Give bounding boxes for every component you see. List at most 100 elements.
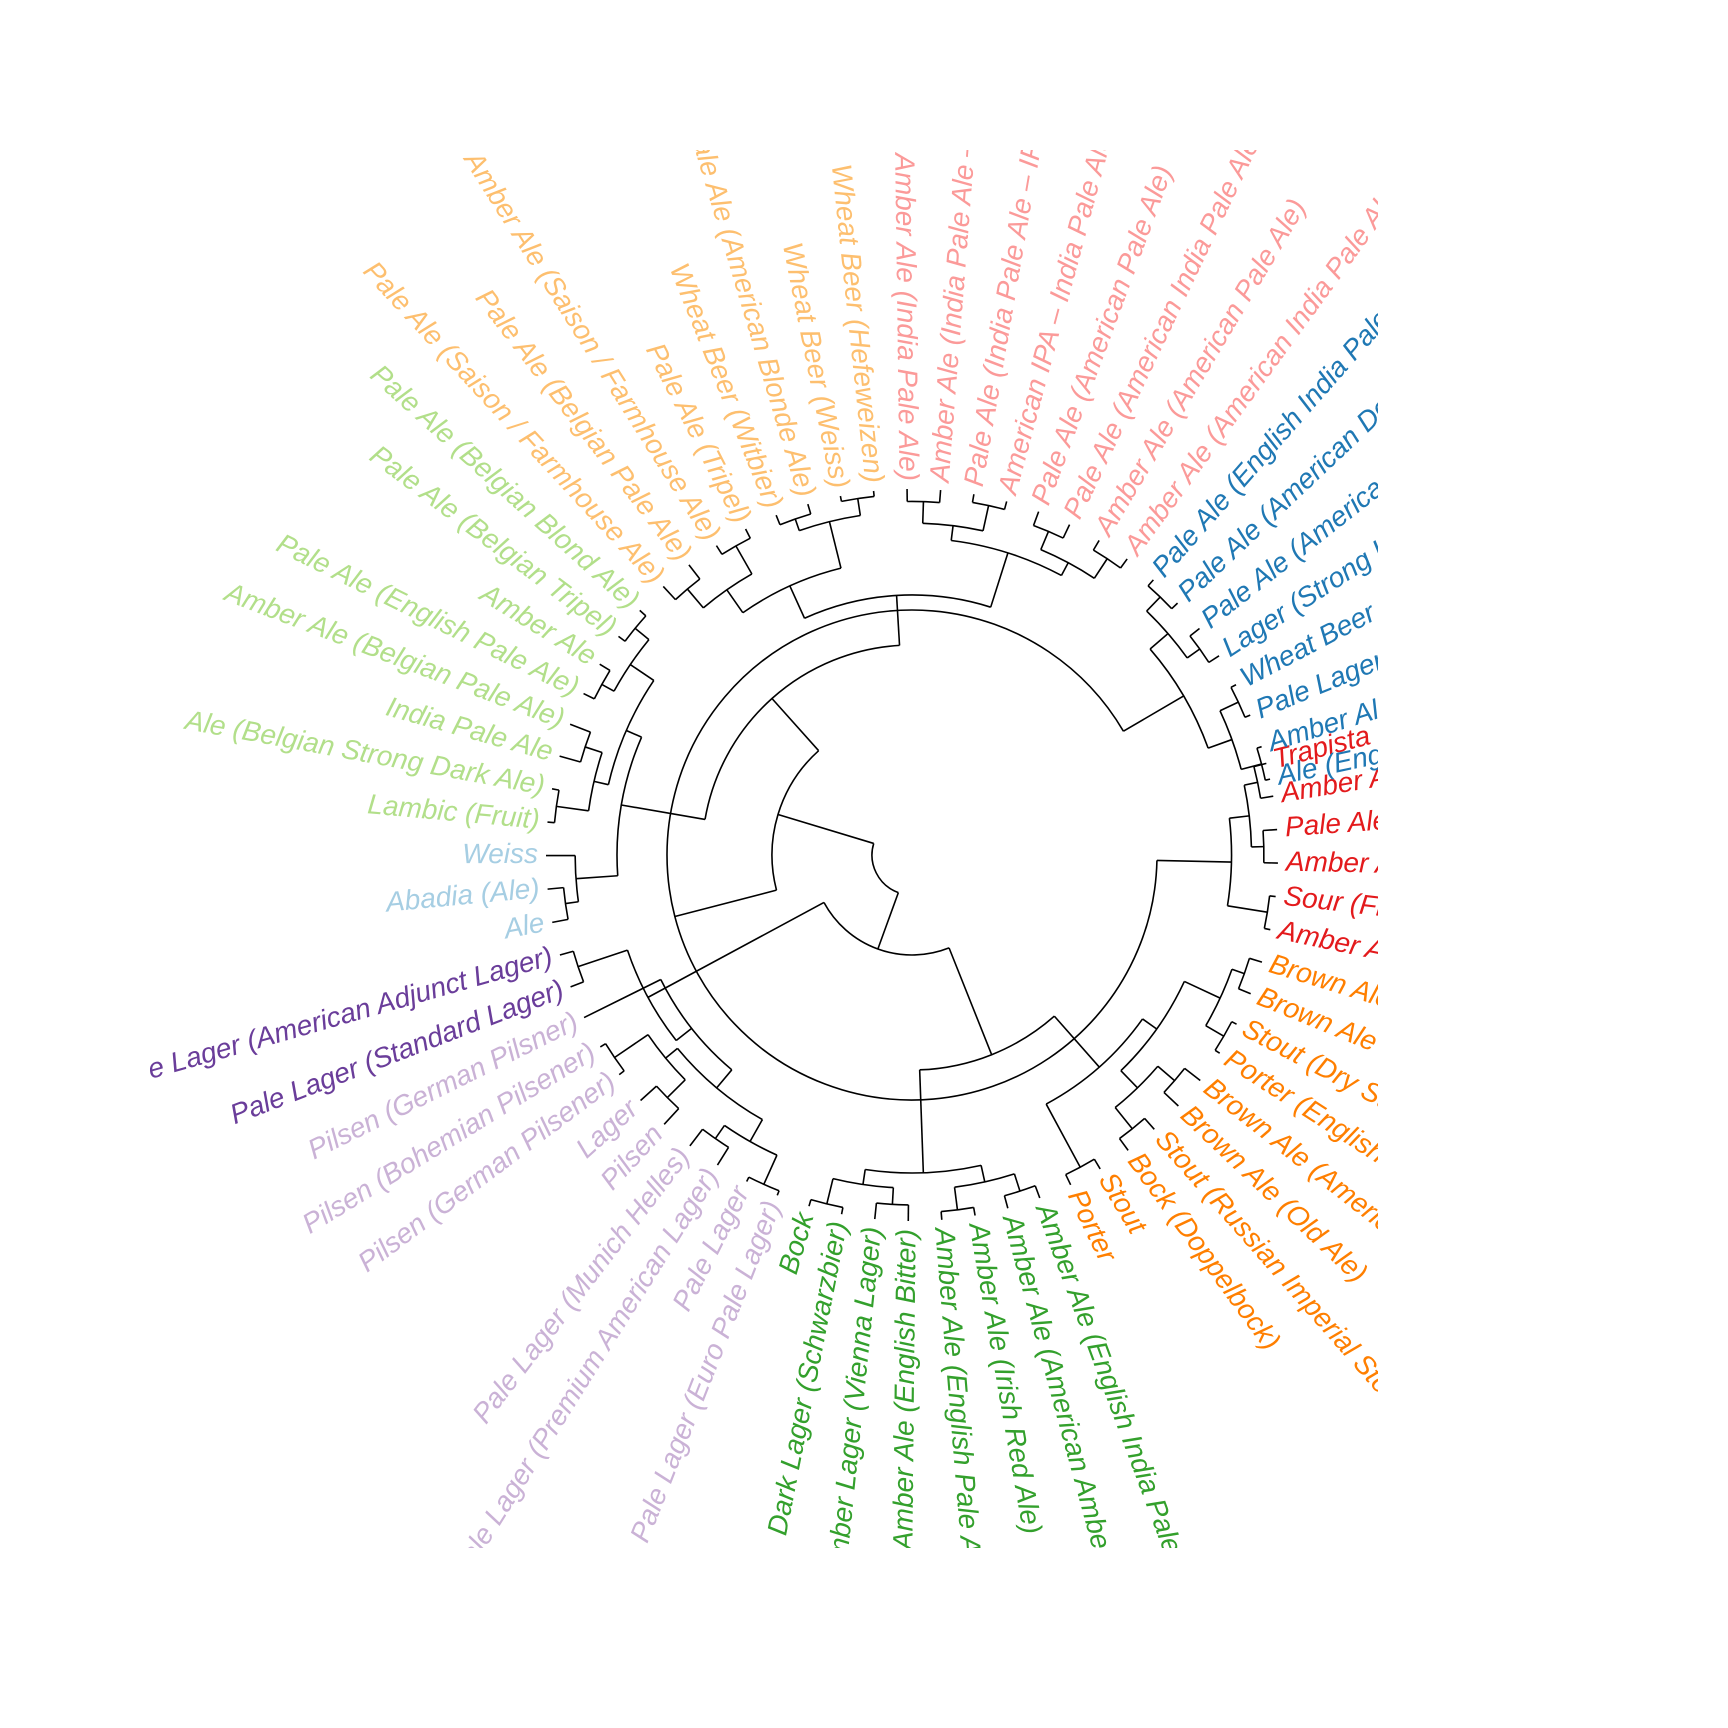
branch-arc	[951, 539, 1062, 577]
branch-segment	[1229, 815, 1250, 819]
leaf-label: Weiss	[462, 838, 538, 869]
branch-segment	[559, 755, 581, 763]
branch-segment	[565, 900, 579, 905]
branch-arc	[607, 680, 655, 785]
branch-segment	[1163, 1091, 1179, 1107]
branch-segment	[808, 1199, 812, 1207]
branch-segment	[1045, 1103, 1081, 1168]
branch-segment	[789, 585, 806, 619]
branch-arc	[1214, 1021, 1233, 1051]
branch-arc	[748, 1176, 780, 1192]
branch-arc	[810, 1198, 844, 1209]
branch-segment	[1093, 1158, 1101, 1170]
branch-segment	[828, 521, 842, 569]
leaf-label: Amber Ale (Tripel)	[1284, 846, 1511, 882]
branch-arc	[604, 1043, 625, 1072]
branch-arc	[593, 669, 611, 700]
branch-segment	[895, 595, 901, 646]
branch-segment	[618, 635, 626, 642]
branch-arc	[721, 537, 751, 556]
branch-arc	[742, 567, 842, 614]
branch-segment	[662, 585, 677, 601]
branch-segment	[1219, 701, 1239, 712]
branch-arc	[1147, 585, 1173, 610]
branch-segment	[940, 1211, 943, 1220]
branch-segment	[583, 692, 595, 700]
branch-segment	[1189, 627, 1200, 637]
branch-segment	[593, 780, 609, 786]
branch-segment	[1146, 596, 1161, 612]
branch-segment	[918, 1069, 925, 1173]
branch-segment	[689, 1128, 704, 1147]
branch-segment	[972, 1207, 976, 1216]
branch-segment	[547, 886, 564, 890]
branch-segment	[726, 589, 744, 614]
branch-segment	[856, 498, 862, 516]
branch-segment	[839, 495, 843, 502]
branch-segment	[807, 503, 812, 515]
branch-segment	[745, 1176, 750, 1182]
branch-segment	[1269, 895, 1276, 898]
branch-segment	[1249, 957, 1263, 963]
branch-segment	[980, 1165, 986, 1183]
branch-arc	[1149, 648, 1209, 749]
branch-arc	[1114, 1065, 1159, 1109]
branch-arc	[907, 500, 940, 504]
branch-segment	[618, 1070, 625, 1076]
branch-segment	[982, 505, 990, 532]
branch-segment	[1260, 795, 1274, 800]
branch-arc	[1163, 1067, 1186, 1093]
branch-arc	[587, 752, 603, 811]
branch-segment	[1214, 1049, 1221, 1054]
branch-segment	[763, 1154, 778, 1185]
branch-segment	[675, 1027, 693, 1042]
branch-segment	[1208, 655, 1220, 664]
leaf-label: Pale Ale (Saison)	[1284, 796, 1501, 842]
branch-segment	[950, 525, 954, 541]
branch-segment	[583, 978, 662, 1019]
branch-segment	[1265, 778, 1271, 781]
branch-segment	[1144, 1117, 1155, 1130]
leaf-label: Ale	[499, 907, 546, 945]
branch-segment	[749, 1119, 764, 1142]
branch-segment	[1157, 1065, 1176, 1082]
branch-arc	[572, 950, 585, 983]
branch-segment	[1171, 602, 1179, 610]
leaf-label: Amber Ale (India Pale Ale)	[889, 151, 924, 481]
branch-segment	[1231, 968, 1245, 975]
branch-segment	[1186, 648, 1201, 659]
branch-segment	[1119, 558, 1128, 569]
branch-segment	[1262, 828, 1278, 832]
branch-segment	[1060, 562, 1069, 576]
branch-segment	[771, 697, 820, 752]
branch-segment	[570, 981, 584, 988]
branch-segment	[640, 1085, 658, 1102]
branch-segment	[1062, 524, 1071, 539]
branch-segment	[584, 746, 603, 754]
branch-segment	[1205, 1025, 1225, 1037]
branch-segment	[872, 490, 875, 497]
branch-segment	[601, 683, 615, 692]
branch-segment	[891, 1187, 895, 1205]
branch-segment	[794, 518, 801, 531]
branch-segment	[663, 1107, 680, 1125]
branch-arc	[616, 736, 643, 876]
branch-arc	[871, 843, 899, 894]
branch-segment	[716, 1069, 733, 1089]
branch-segment	[862, 1169, 866, 1185]
branch-segment	[921, 501, 925, 524]
branch-segment	[551, 788, 560, 791]
branch-arc	[674, 578, 701, 601]
branch-segment	[714, 1124, 726, 1140]
branch-segment	[989, 552, 1009, 608]
branch-segment	[1244, 781, 1258, 786]
branch-segment	[840, 1207, 844, 1215]
branch-segment	[1040, 531, 1050, 550]
branch-segment	[1142, 1018, 1158, 1030]
branch-segment	[1264, 927, 1271, 931]
leaf-label: Amber Ale (English Bitter)	[887, 1229, 921, 1552]
branch-segment	[826, 1178, 834, 1205]
branch-segment	[1093, 558, 1108, 579]
dendrogram-branches	[545, 489, 1278, 1221]
